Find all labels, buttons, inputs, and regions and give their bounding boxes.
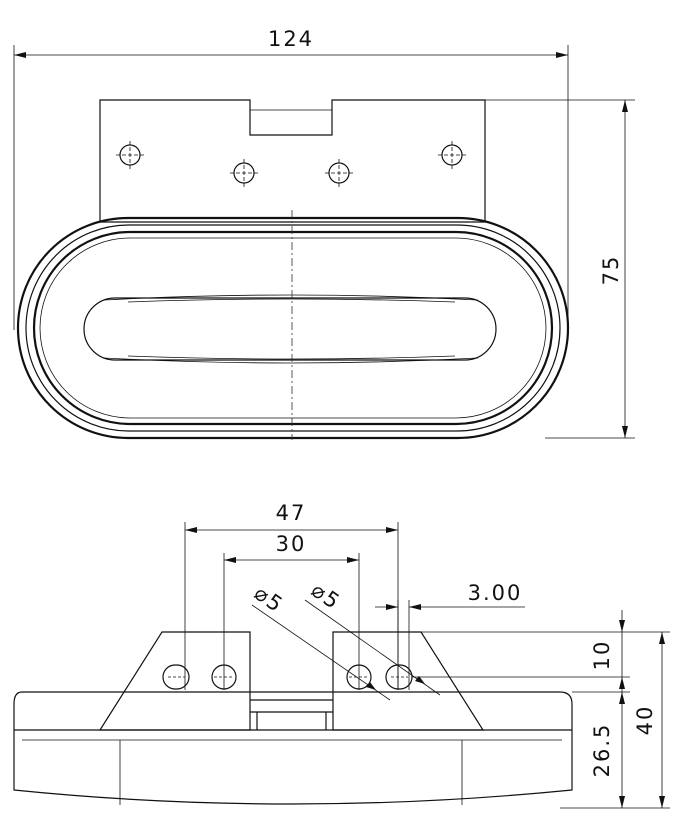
bracket-left (98, 631, 251, 731)
diameter-callout-right: ⌀5 (304, 578, 441, 696)
mounting-plate (99, 99, 486, 223)
height-label: 75 (599, 255, 623, 286)
top-view: 124 (13, 27, 635, 440)
diameter-left-label: ⌀5 (250, 581, 288, 618)
diameter-right-label: ⌀5 (307, 578, 345, 615)
width-label: 124 (268, 27, 314, 51)
lamp-side-body (13, 691, 573, 805)
mounting-hole (438, 141, 466, 169)
height-dimension: 75 (485, 99, 635, 439)
light-lens (83, 294, 497, 364)
mounting-hole (325, 159, 353, 187)
bracket-right (332, 631, 485, 731)
bracket-hole-height-label: 10 (590, 640, 614, 671)
lamp-height-dimension: 26.5 (560, 691, 670, 809)
bracket-hole-height-dimension: 10 (412, 610, 670, 700)
mounting-hole (116, 141, 144, 169)
spacing-47-dimension: 47 (184, 501, 399, 690)
total-height-dimension: 40 (633, 632, 665, 808)
mounting-hole (230, 159, 258, 187)
slot-width-label: 3.00 (468, 581, 523, 605)
slot-hole (385, 664, 413, 690)
round-hole (346, 664, 372, 690)
round-hole (211, 664, 237, 690)
slot-width-dimension: 3.00 (375, 581, 525, 690)
lamp-outer-rim (16, 216, 570, 440)
spacing-47-label: 47 (276, 501, 307, 525)
slot-hole (162, 664, 190, 690)
spacing-30-dimension: 30 (223, 532, 360, 690)
total-height-label: 40 (633, 705, 657, 736)
side-view: 47 30 3.00 ⌀5 (13, 501, 670, 809)
width-dimension: 124 (13, 27, 569, 330)
spacing-30-label: 30 (276, 532, 307, 556)
lamp-height-label: 26.5 (590, 723, 614, 778)
